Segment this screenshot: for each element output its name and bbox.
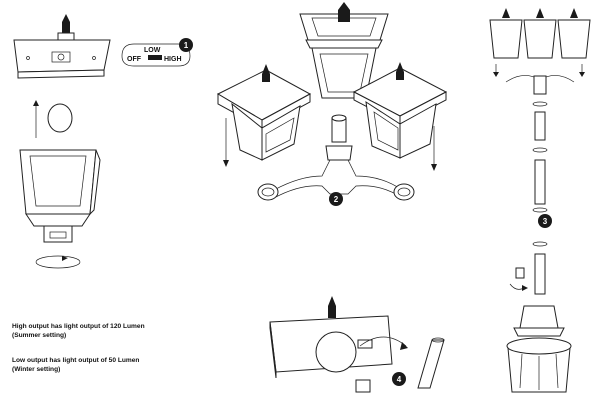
lantern-housing: [19, 149, 101, 269]
switch-high-label: HIGH: [164, 56, 182, 63]
led-bulb: [33, 100, 73, 138]
high-output-note: High output has light output of 120 Lume…: [12, 323, 145, 330]
solar-panel-lid: [13, 14, 111, 79]
step-3-number: 3: [543, 217, 548, 226]
three-arm-bracket: 2: [257, 114, 415, 206]
output-switch: OFF LOW HIGH 1: [121, 38, 193, 67]
step-4-badge: [392, 372, 406, 386]
left-lantern: [216, 64, 312, 161]
low-output-setting: (Winter setting): [12, 366, 61, 373]
high-output-setting: (Summer setting): [12, 332, 67, 339]
step-2-number: 2: [334, 195, 339, 204]
low-output-note: Low output has light output of 50 Lumen: [12, 357, 140, 364]
step-1-number: 1: [184, 41, 189, 50]
battery-compartment: 4: [269, 296, 445, 393]
step-4-number: 4: [397, 375, 402, 384]
step-1-badge: [179, 38, 193, 52]
step-3-badge: [538, 214, 552, 228]
down-arrows: [223, 118, 437, 171]
switch-low-label: LOW: [144, 47, 161, 54]
lamp-post-column: 3: [489, 8, 591, 393]
switch-off-label: OFF: [127, 56, 142, 63]
step-2-badge: [329, 192, 343, 206]
right-lantern: [352, 62, 448, 159]
